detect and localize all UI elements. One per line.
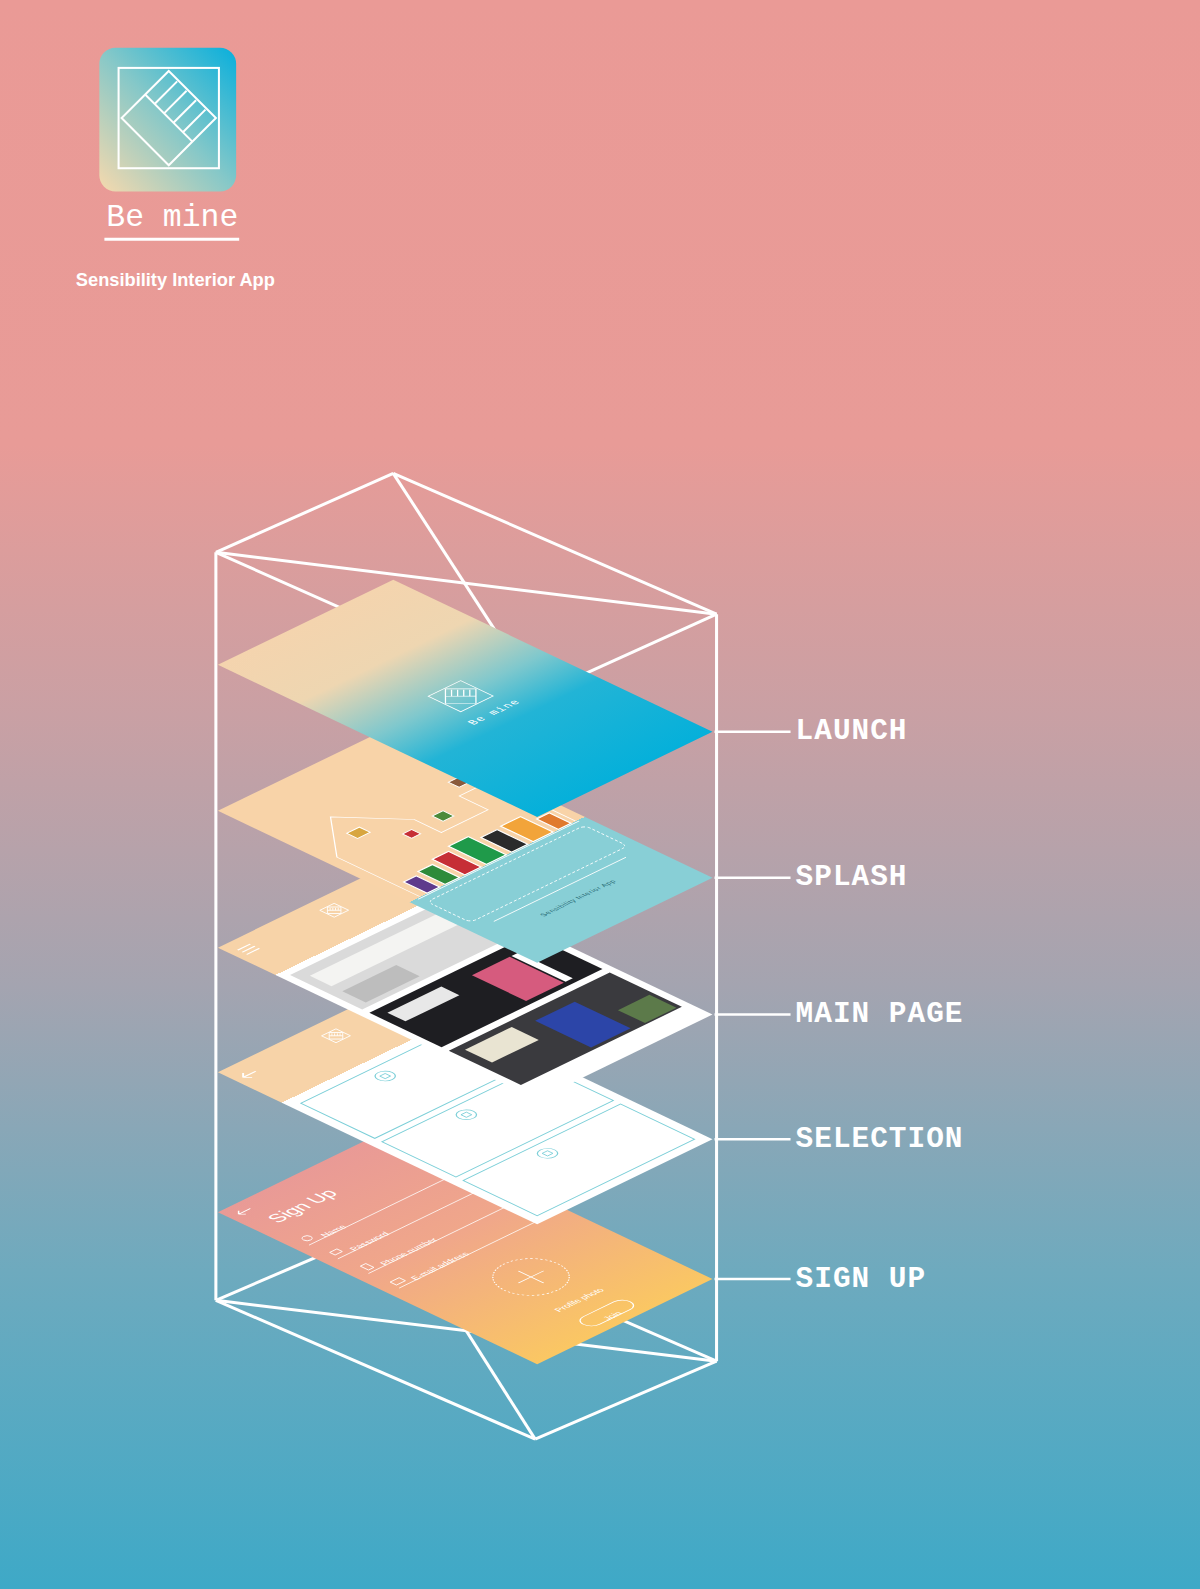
choice-box — [382, 1065, 613, 1177]
logo-vein — [457, 690, 470, 696]
field-icon — [390, 1278, 405, 1285]
window — [403, 830, 421, 839]
wire-line — [715, 1278, 791, 1281]
logo-frame — [428, 681, 493, 712]
logo-midrib — [329, 1033, 343, 1040]
choice-glyph — [542, 1151, 553, 1156]
form-field: Name — [319, 1224, 349, 1238]
logo-frame — [322, 1029, 351, 1043]
form-field: E-mail address — [409, 1251, 471, 1281]
logo-frame — [119, 68, 219, 168]
logo-vein — [173, 100, 196, 123]
field-icon — [300, 1235, 314, 1242]
logo-leaf — [430, 682, 491, 711]
logo-mark — [322, 1029, 351, 1043]
photo-detail — [472, 957, 564, 1001]
join-button — [575, 1298, 638, 1328]
photo-detail — [465, 1027, 539, 1063]
logo-vein — [330, 908, 335, 910]
photo-detail — [535, 1002, 630, 1048]
choice-icon — [533, 1146, 562, 1160]
wire-line — [715, 876, 791, 879]
choice-glyph — [461, 1112, 472, 1117]
screen-logo-text: Be mine — [466, 699, 524, 727]
menu-icon — [238, 944, 260, 954]
layer-label: SPLASH — [796, 863, 908, 892]
logo-midrib — [327, 907, 341, 914]
logo-midrib — [445, 689, 475, 704]
photo-detail — [387, 987, 459, 1022]
choice-box — [463, 1104, 694, 1216]
back-arrow — [239, 1069, 261, 1079]
choice-icon — [371, 1069, 400, 1083]
choice-glyph — [380, 1073, 391, 1078]
logo-leaf — [122, 71, 216, 165]
logo-vein — [328, 908, 333, 910]
wire-line — [535, 1361, 716, 1439]
logo-vein — [451, 690, 464, 696]
logo-vein — [338, 1033, 343, 1035]
form-field: Phone number — [379, 1237, 440, 1267]
field-icon — [360, 1264, 374, 1270]
app-title: Be mine — [106, 201, 238, 232]
logo-mark — [428, 681, 493, 712]
logo-midrib — [145, 94, 192, 141]
wire-box — [216, 473, 717, 1439]
wire-line — [715, 614, 718, 1361]
wire-line — [715, 1138, 791, 1141]
button-label: Join — [602, 1311, 625, 1322]
logo-vein — [333, 908, 338, 910]
photo — [449, 972, 682, 1085]
logo-vein — [445, 690, 458, 696]
field-icon — [330, 1249, 343, 1255]
wire-line — [715, 730, 791, 733]
logo-frame — [320, 903, 349, 917]
logo-leaf — [322, 1029, 349, 1042]
form-field: Password — [348, 1231, 392, 1252]
ground-line — [418, 821, 579, 899]
logo-vein — [463, 690, 476, 696]
back-arrow — [235, 1207, 254, 1216]
app-icon — [99, 48, 236, 192]
window — [432, 811, 454, 821]
window — [347, 827, 370, 838]
layer-label: SIGN UP — [796, 1264, 927, 1293]
plus-sign — [506, 1265, 556, 1289]
screen-tagline: Sensibility Interior App — [538, 879, 617, 917]
logo-vein — [155, 81, 178, 104]
logo-leaf — [321, 904, 348, 917]
leader-lines — [715, 732, 791, 1279]
wire-line — [216, 473, 393, 552]
photo-detail — [618, 995, 677, 1023]
door — [537, 813, 571, 829]
wire-line — [715, 1013, 791, 1016]
frame-outline — [427, 825, 628, 922]
logo-vein — [332, 1033, 337, 1035]
choice-icon — [452, 1108, 481, 1122]
layer-label: MAIN PAGE — [796, 1000, 964, 1029]
layer-label: SELECTION — [796, 1124, 964, 1153]
tagline-rule — [494, 857, 626, 921]
logo-vein — [164, 91, 187, 114]
title-underline — [104, 238, 239, 241]
app-subtitle: Sensibility Interior App — [76, 271, 275, 289]
screen-heading: Sign Up — [263, 1187, 341, 1225]
layer-label: LAUNCH — [796, 717, 908, 746]
logo-mark — [320, 903, 349, 917]
logo-mark — [119, 68, 219, 168]
logo-vein — [335, 1033, 340, 1035]
logo-vein — [336, 908, 341, 910]
photo-circle — [477, 1251, 585, 1303]
logo-vein — [329, 1033, 334, 1035]
logo-vein — [183, 110, 206, 133]
